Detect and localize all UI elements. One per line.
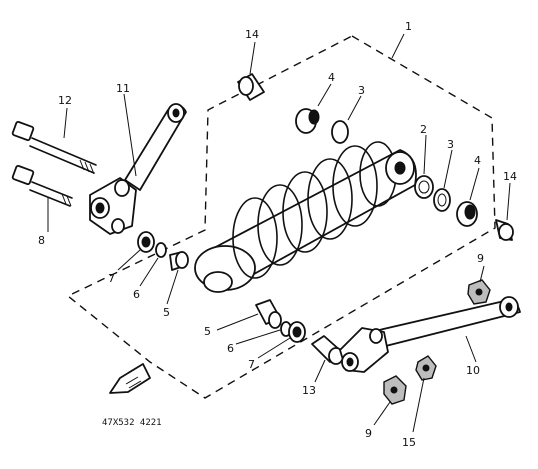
callout-4: 4	[474, 154, 481, 167]
callout-1: 1	[405, 20, 412, 33]
shock-absorber	[194, 141, 417, 293]
diagram-code: 47X532 4221	[102, 418, 162, 428]
callout-7: 7	[248, 358, 255, 371]
connecting-rod-10	[339, 296, 521, 373]
callout-6: 6	[133, 288, 140, 301]
callout-6: 6	[227, 342, 234, 355]
oil-seal-3-top	[331, 120, 349, 144]
callout-14: 14	[245, 28, 259, 41]
assembly-boundary	[66, 35, 496, 399]
bearing-4-right	[456, 201, 478, 227]
relay-arm-11	[89, 103, 187, 235]
callout-12: 12	[58, 94, 72, 107]
bolt-12	[11, 121, 97, 175]
callout-3: 3	[358, 84, 365, 97]
oil-seal-7-lower	[288, 321, 306, 343]
callout-7: 7	[108, 272, 115, 285]
callout-9: 9	[477, 252, 484, 265]
callout-9: 9	[365, 427, 372, 440]
nut-15	[415, 355, 437, 381]
callout-15: 15	[402, 436, 416, 449]
leader-lines	[47, 33, 511, 433]
callout-13: 13	[302, 384, 316, 397]
bushing-5-left	[169, 251, 189, 271]
bolt-8	[11, 165, 73, 207]
nut-9-bottom	[383, 375, 407, 405]
callout-5: 5	[163, 306, 170, 319]
callout-8: 8	[38, 234, 45, 247]
callout-2: 2	[420, 123, 427, 136]
callout-3: 3	[447, 138, 454, 151]
oil-seal-3-right	[433, 188, 451, 212]
front-arrow-icon	[109, 363, 151, 394]
callout-14: 14	[503, 170, 517, 183]
collar-14-top	[237, 73, 265, 101]
oil-seal-7-left	[137, 231, 155, 253]
callout-10: 10	[466, 364, 480, 377]
callout-5: 5	[204, 325, 211, 338]
nut-9-top	[467, 279, 491, 305]
bearing-4-top	[295, 108, 320, 134]
callout-4: 4	[328, 71, 335, 84]
oil-seal-2-right	[414, 175, 434, 199]
collar-14-right	[495, 219, 514, 241]
collar-13	[311, 335, 344, 365]
circlip-6-left	[155, 242, 167, 258]
bushing-5-lower	[255, 299, 282, 329]
callout-11: 11	[116, 82, 130, 95]
callout-labels: 1 2 3 3 4 4 5 5 6 6 7 7 8 9 9 10 11 12 1…	[38, 20, 517, 449]
